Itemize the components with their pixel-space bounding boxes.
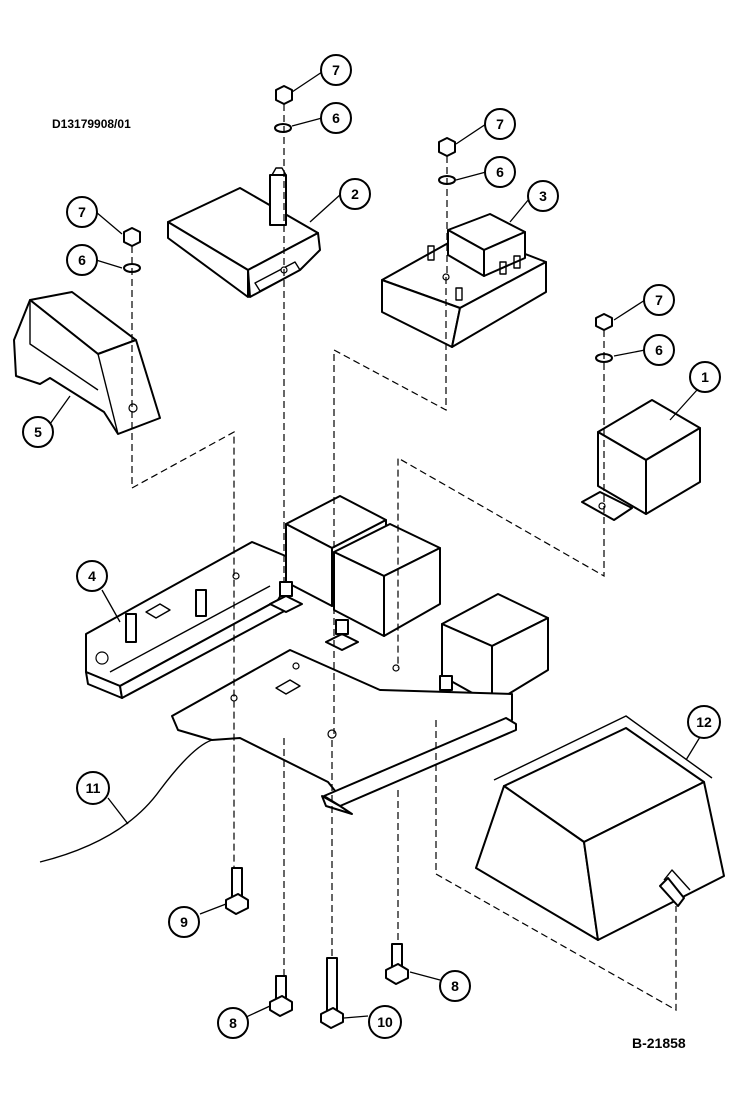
svg-text:7: 7: [78, 204, 86, 220]
callout-1: 1: [689, 361, 721, 393]
callout-6-far-right: 6: [643, 334, 675, 366]
svg-text:7: 7: [496, 116, 504, 132]
svg-text:2: 2: [351, 186, 359, 202]
svg-text:10: 10: [377, 1014, 393, 1030]
assembly-lines: [131, 104, 677, 1012]
svg-text:11: 11: [86, 780, 101, 796]
svg-text:3: 3: [539, 188, 547, 204]
callout-6-top-center: 6: [320, 102, 352, 134]
svg-text:6: 6: [655, 342, 663, 358]
callout-6-right: 6: [484, 156, 516, 188]
callout-2: 2: [339, 178, 371, 210]
base-plate: [171, 649, 517, 815]
bolts-bottom: [225, 867, 409, 1029]
svg-text:6: 6: [496, 164, 504, 180]
svg-text:7: 7: [655, 292, 663, 308]
part-11-cable: [39, 739, 213, 863]
figure-id: B-21858: [632, 1035, 686, 1051]
callout-6-left: 6: [66, 244, 98, 276]
callout-11: 11: [76, 771, 110, 805]
callout-12: 12: [687, 705, 721, 739]
drawing-reference: D13179908/01: [52, 117, 131, 131]
svg-text:6: 6: [78, 252, 86, 268]
callout-3: 3: [527, 180, 559, 212]
relay-right: [441, 593, 549, 705]
callout-4: 4: [76, 560, 108, 592]
callout-7-far-right: 7: [643, 284, 675, 316]
svg-text:9: 9: [180, 914, 188, 930]
svg-text:12: 12: [696, 714, 712, 730]
part-1-relay: [581, 399, 701, 521]
svg-text:8: 8: [451, 978, 459, 994]
callout-leaders: [49, 71, 701, 1019]
svg-text:8: 8: [229, 1015, 237, 1031]
callout-10: 10: [368, 1005, 402, 1039]
svg-text:4: 4: [88, 568, 96, 584]
callout-8-left: 8: [217, 1007, 249, 1039]
part-3-relay-block: [381, 213, 547, 348]
callout-8-right: 8: [439, 970, 471, 1002]
svg-text:1: 1: [701, 369, 709, 385]
part-12-cover: [475, 715, 725, 941]
callout-5: 5: [22, 416, 54, 448]
callout-7-left: 7: [66, 196, 98, 228]
svg-text:7: 7: [332, 62, 340, 78]
callout-7-right: 7: [484, 108, 516, 140]
svg-text:6: 6: [332, 110, 340, 126]
part-2-module: [167, 167, 321, 298]
callout-7-top-center: 7: [320, 54, 352, 86]
part-5-bracket: [13, 291, 161, 435]
callout-9: 9: [168, 906, 200, 938]
svg-text:5: 5: [34, 424, 42, 440]
